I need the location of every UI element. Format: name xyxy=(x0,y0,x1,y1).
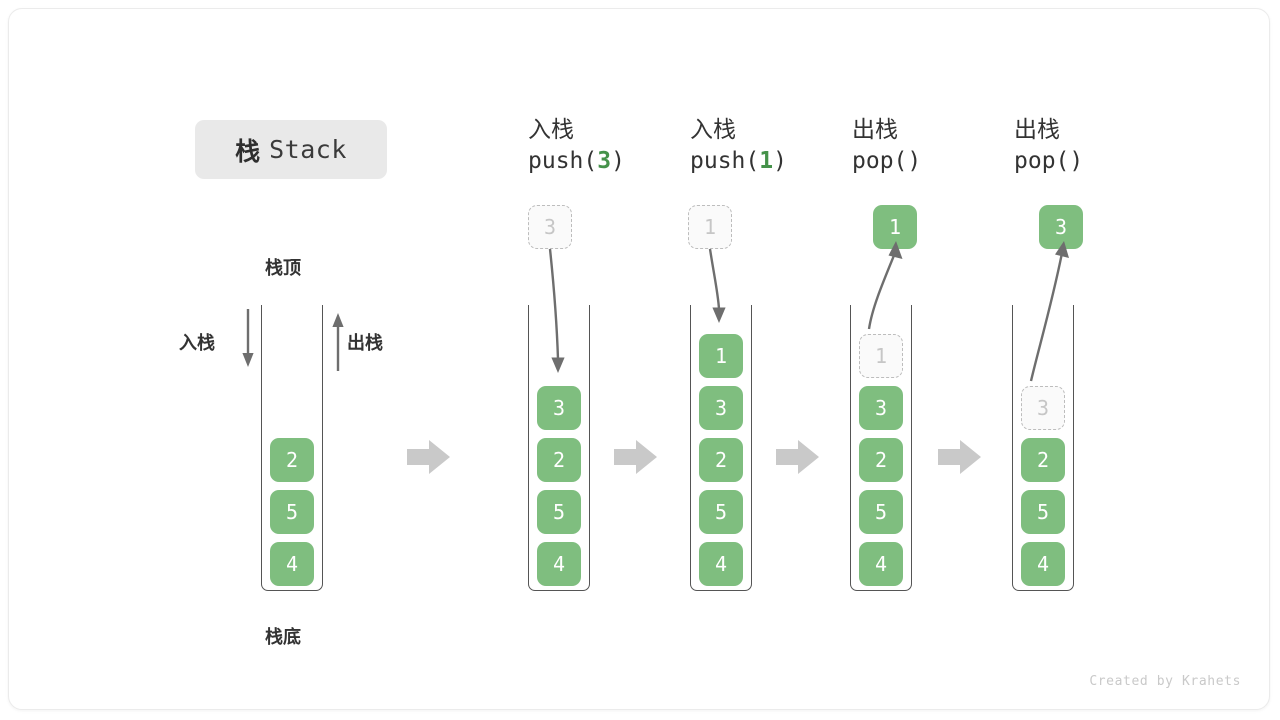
stack-element: 5 xyxy=(859,490,903,534)
stack-container-push-3: 3 2 5 4 xyxy=(528,305,590,591)
column-header-code: push(3) xyxy=(528,145,728,178)
title-en: Stack xyxy=(269,135,347,164)
stack-element: 4 xyxy=(1021,542,1065,586)
diagram-card: 栈 Stack 栈顶 入栈 出栈 2 5 4 栈底 入栈 push(3) 3 3 xyxy=(8,8,1270,710)
stack-element: 3 xyxy=(537,386,581,430)
column-header-cn: 出栈 xyxy=(1014,116,1060,142)
transition-arrow xyxy=(776,440,819,474)
stack-slots-pop-1: 1 3 2 5 4 xyxy=(851,334,911,586)
column-header-code: push(1) xyxy=(690,145,890,178)
stack-top-label: 栈顶 xyxy=(265,258,301,278)
push-motion-arrow xyxy=(548,248,565,373)
pop-direction-arrow xyxy=(332,313,344,371)
vacated-slot-ghost: 1 xyxy=(859,334,903,378)
incoming-element-ghost: 1 xyxy=(688,205,732,249)
column-header-pop-3: 出栈 pop() xyxy=(1014,114,1214,178)
stack-slots-initial: 2 5 4 xyxy=(262,438,322,586)
stack-element: 2 xyxy=(859,438,903,482)
code-prefix: pop( xyxy=(852,148,908,174)
stack-element: 4 xyxy=(699,542,743,586)
stack-slots-push-3: 3 2 5 4 xyxy=(529,386,589,586)
code-suffix: ) xyxy=(611,148,625,174)
pop-motion-arrow xyxy=(1029,241,1069,382)
column-header-cn: 入栈 xyxy=(528,116,574,142)
code-prefix: pop( xyxy=(1014,148,1070,174)
stack-element: 2 xyxy=(270,438,314,482)
credit-text: Created by Krahets xyxy=(1089,674,1241,689)
stack-element: 3 xyxy=(699,386,743,430)
column-header-pop-1: 出栈 pop() xyxy=(852,114,1052,178)
incoming-element-ghost: 3 xyxy=(528,205,572,249)
stack-element: 4 xyxy=(270,542,314,586)
code-prefix: push( xyxy=(690,148,760,174)
stack-element: 2 xyxy=(699,438,743,482)
code-prefix: push( xyxy=(528,148,598,174)
push-direction-label: 入栈 xyxy=(179,333,215,353)
transition-arrow xyxy=(614,440,657,474)
push-motion-arrow xyxy=(708,248,726,323)
stack-element: 5 xyxy=(1021,490,1065,534)
title-cn: 栈 xyxy=(235,137,261,166)
code-suffix: ) xyxy=(773,148,787,174)
stack-slots-push-1: 1 3 2 5 4 xyxy=(691,334,751,586)
stack-element: 1 xyxy=(699,334,743,378)
code-arg: 1 xyxy=(759,148,774,174)
diagram-title: 栈 Stack xyxy=(195,120,387,179)
column-header-code: pop() xyxy=(852,145,1052,178)
pop-motion-arrow xyxy=(867,241,903,330)
stack-element: 5 xyxy=(537,490,581,534)
code-suffix: ) xyxy=(907,148,922,174)
stack-element: 5 xyxy=(699,490,743,534)
column-header-push-1: 入栈 push(1) xyxy=(690,114,890,178)
column-header-cn: 出栈 xyxy=(852,116,898,142)
column-header-push-3: 入栈 push(3) xyxy=(528,114,728,178)
popped-element: 1 xyxy=(873,205,917,249)
stack-bottom-label: 栈底 xyxy=(265,627,301,647)
code-suffix: ) xyxy=(1069,148,1084,174)
push-direction-arrow xyxy=(242,309,254,367)
stack-slots-pop-3: 3 2 5 4 xyxy=(1013,386,1073,586)
stack-container-pop-1: 1 3 2 5 4 xyxy=(850,305,912,591)
pop-direction-label: 出栈 xyxy=(347,333,383,353)
popped-element: 3 xyxy=(1039,205,1083,249)
vacated-slot-ghost: 3 xyxy=(1021,386,1065,430)
stack-element: 4 xyxy=(537,542,581,586)
stack-element: 2 xyxy=(537,438,581,482)
stack-container-pop-3: 3 2 5 4 xyxy=(1012,305,1074,591)
column-header-code: pop() xyxy=(1014,145,1214,178)
code-arg: 3 xyxy=(597,148,612,174)
stack-container-initial: 2 5 4 xyxy=(261,305,323,591)
stack-element: 2 xyxy=(1021,438,1065,482)
stack-container-push-1: 1 3 2 5 4 xyxy=(690,305,752,591)
transition-arrow xyxy=(938,440,981,474)
stack-element: 4 xyxy=(859,542,903,586)
transition-arrow xyxy=(407,440,450,474)
stack-element: 3 xyxy=(859,386,903,430)
column-header-cn: 入栈 xyxy=(690,116,736,142)
stack-element: 5 xyxy=(270,490,314,534)
